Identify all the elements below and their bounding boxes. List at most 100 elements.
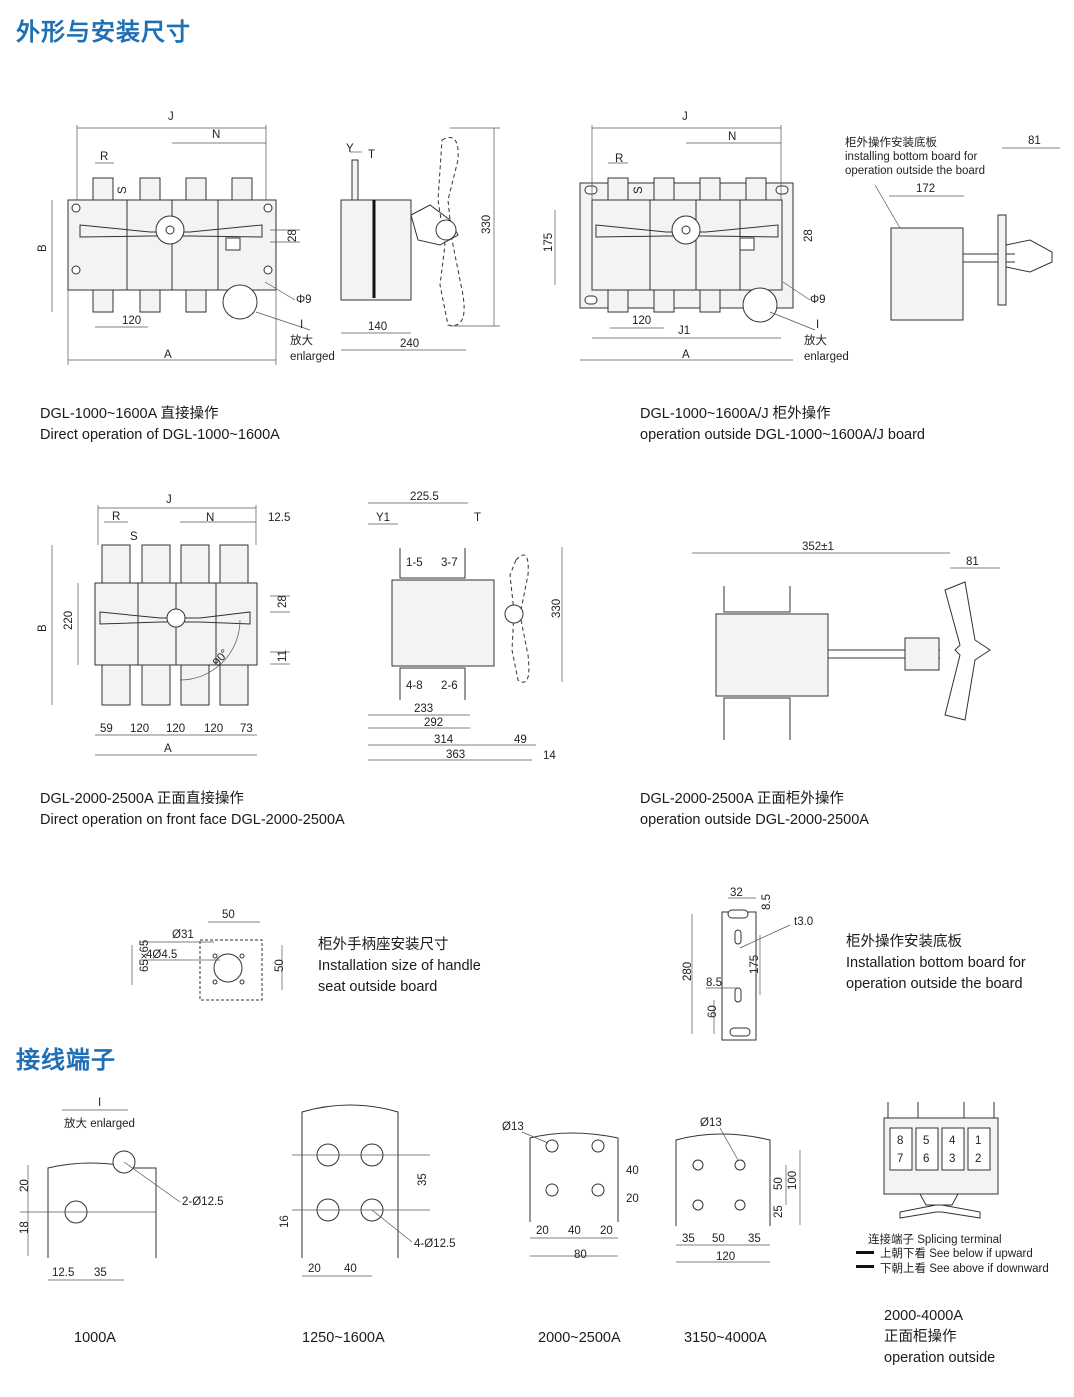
dim-label: J1 [678,325,690,337]
caption-direct-2000: DGL-2000-2500A 正面直接操作 Direct operation o… [40,789,345,831]
dim-label: I [300,319,303,331]
dim-label: 20 [19,1179,31,1192]
dim-label: N [206,512,214,524]
caption-direct-1000: DGL-1000~1600A 直接操作 Direct operation of … [40,404,280,446]
dim-label: 120 [122,315,141,327]
section-title-terminals: 接线端子 [16,1046,116,1074]
terminal-1250: 35 16 4-Ø12.5 20 40 [279,1104,456,1277]
dim-label: Ø13 [502,1121,524,1133]
dim-label: S [130,531,138,543]
terminal-number: 2 [975,1153,981,1165]
dim-label: I [816,319,819,331]
dim-label: 120 [632,315,651,327]
caption-line: 2000~2500A [538,1330,621,1346]
dim-label: 28 [287,229,299,242]
dim-label: 20 [536,1225,549,1237]
dim-label: Ø31 [172,929,194,941]
legend-mark [856,1265,874,1268]
caption-line: DGL-1000~1600A 直接操作 [40,406,219,422]
dim-label: S [633,186,645,194]
dim-label: 8.5 [761,894,773,910]
dim-label: 放大 [290,333,313,347]
dim-label: 40 [626,1165,639,1177]
dim-label: 120 [166,723,185,735]
dim-label: 2-6 [441,680,458,692]
dim-label: 3-7 [441,557,458,569]
dim-label: 100 [787,1171,799,1190]
terminal-number: 5 [923,1135,929,1147]
terminal-number: 7 [897,1153,903,1165]
caption-line: Direct operation on front face DGL-2000-… [40,812,345,828]
caption-line: Direct operation of DGL-1000~1600A [40,427,280,443]
drawing-side-1000: Y T 330 140 240 [340,127,500,351]
caption-line: 1000A [74,1330,116,1346]
note-text: operation outside the board [845,165,985,177]
caption-line: Installation size of handle [318,958,481,974]
dim-label: R [615,153,623,165]
note-text: 柜外操作安装底板 [845,135,937,149]
dim-label: enlarged [804,351,849,363]
terminal-3150: Ø13 50 100 25 35 50 35 120 [675,1117,801,1263]
caption-line: DGL-2000-2500A 正面直接操作 [40,791,244,807]
dim-label: 50 [712,1233,725,1245]
caption-line: 柜外操作安装底板 [846,934,962,950]
dim-label: T [368,149,375,161]
dim-label: Φ9 [296,294,312,306]
dim-label: Y1 [376,512,390,524]
legend-text: 下朝上看 See above if downward [880,1261,1049,1275]
legend-text: 上朝下看 See below if upward [880,1246,1033,1260]
drawing-bottom-board: 32 8.5 t3.0 280 175 8.5 60 [682,887,813,1041]
drawing-handle-seat: 50 Ø31 4Ø4.5 65×65 50 [131,909,286,1001]
dim-label: 225.5 [410,491,439,503]
caption-terminal-front: 2000-4000A 正面柜操作 operation outside [884,1306,995,1369]
terminal-front-panel: 8 5 4 1 7 6 3 2 连接端子 Splicing terminal 上… [856,1102,1049,1275]
section-title-dimensions: 外形与安装尺寸 [16,18,191,46]
dim-label: N [212,129,220,141]
dim-label: enlarged [290,351,335,363]
dim-label: 4-8 [406,680,423,692]
dim-label: 4Ø4.5 [146,949,177,961]
dim-label: 175 [749,955,761,974]
dim-label: 80 [574,1249,587,1261]
dim-label: 11 [277,650,289,662]
dim-label: 292 [424,717,443,729]
terminal-number: 4 [949,1135,956,1147]
dim-label: 放大 enlarged [64,1116,135,1130]
legend-text: 连接端子 Splicing terminal [868,1232,1002,1246]
dim-label: 73 [240,723,253,735]
drawing-front-2000: J 12.5 R N S B 220 28 11 90° 59 120 120 … [37,494,290,756]
caption-line: operation outside DGL-1000~1600A/J board [640,427,925,443]
dim-label: B [37,244,49,252]
caption-terminal-1250: 1250~1600A [302,1328,385,1349]
caption-line: DGL-1000~1600A/J 柜外操作 [640,406,831,422]
dim-label: A [682,349,690,361]
dim-label: T [474,512,481,524]
dim-label: 25 [773,1205,785,1218]
terminal-number: 3 [949,1153,955,1165]
dim-label: 28 [803,229,815,242]
dim-label: 363 [446,749,465,761]
dim-label: J [166,494,172,506]
dim-label: R [112,511,120,523]
caption-line: Installation bottom board for [846,955,1026,971]
note-text: installing bottom board for [845,151,977,163]
dim-label: 40 [568,1225,581,1237]
dim-label: S [117,186,129,194]
dim-label: 175 [543,233,555,252]
dim-label: 220 [63,611,75,630]
dim-label: 120 [130,723,149,735]
terminal-number: 6 [923,1153,929,1165]
dim-label: 49 [514,734,527,746]
dim-label: 120 [204,723,223,735]
dim-label: 40 [344,1263,357,1275]
dim-label: 140 [368,321,387,333]
dim-label: 120 [716,1251,735,1263]
terminal-number: 8 [897,1135,903,1147]
dim-label: 50 [773,1177,785,1190]
drawing-front-1000J: J N R S 175 28 Φ9 120 J1 A I 放大 enlarged [543,111,849,363]
dim-label: 314 [434,734,454,746]
caption-line: operation outside the board [846,976,1023,992]
terminal-number: 1 [975,1135,981,1147]
dim-label: J [168,111,174,123]
